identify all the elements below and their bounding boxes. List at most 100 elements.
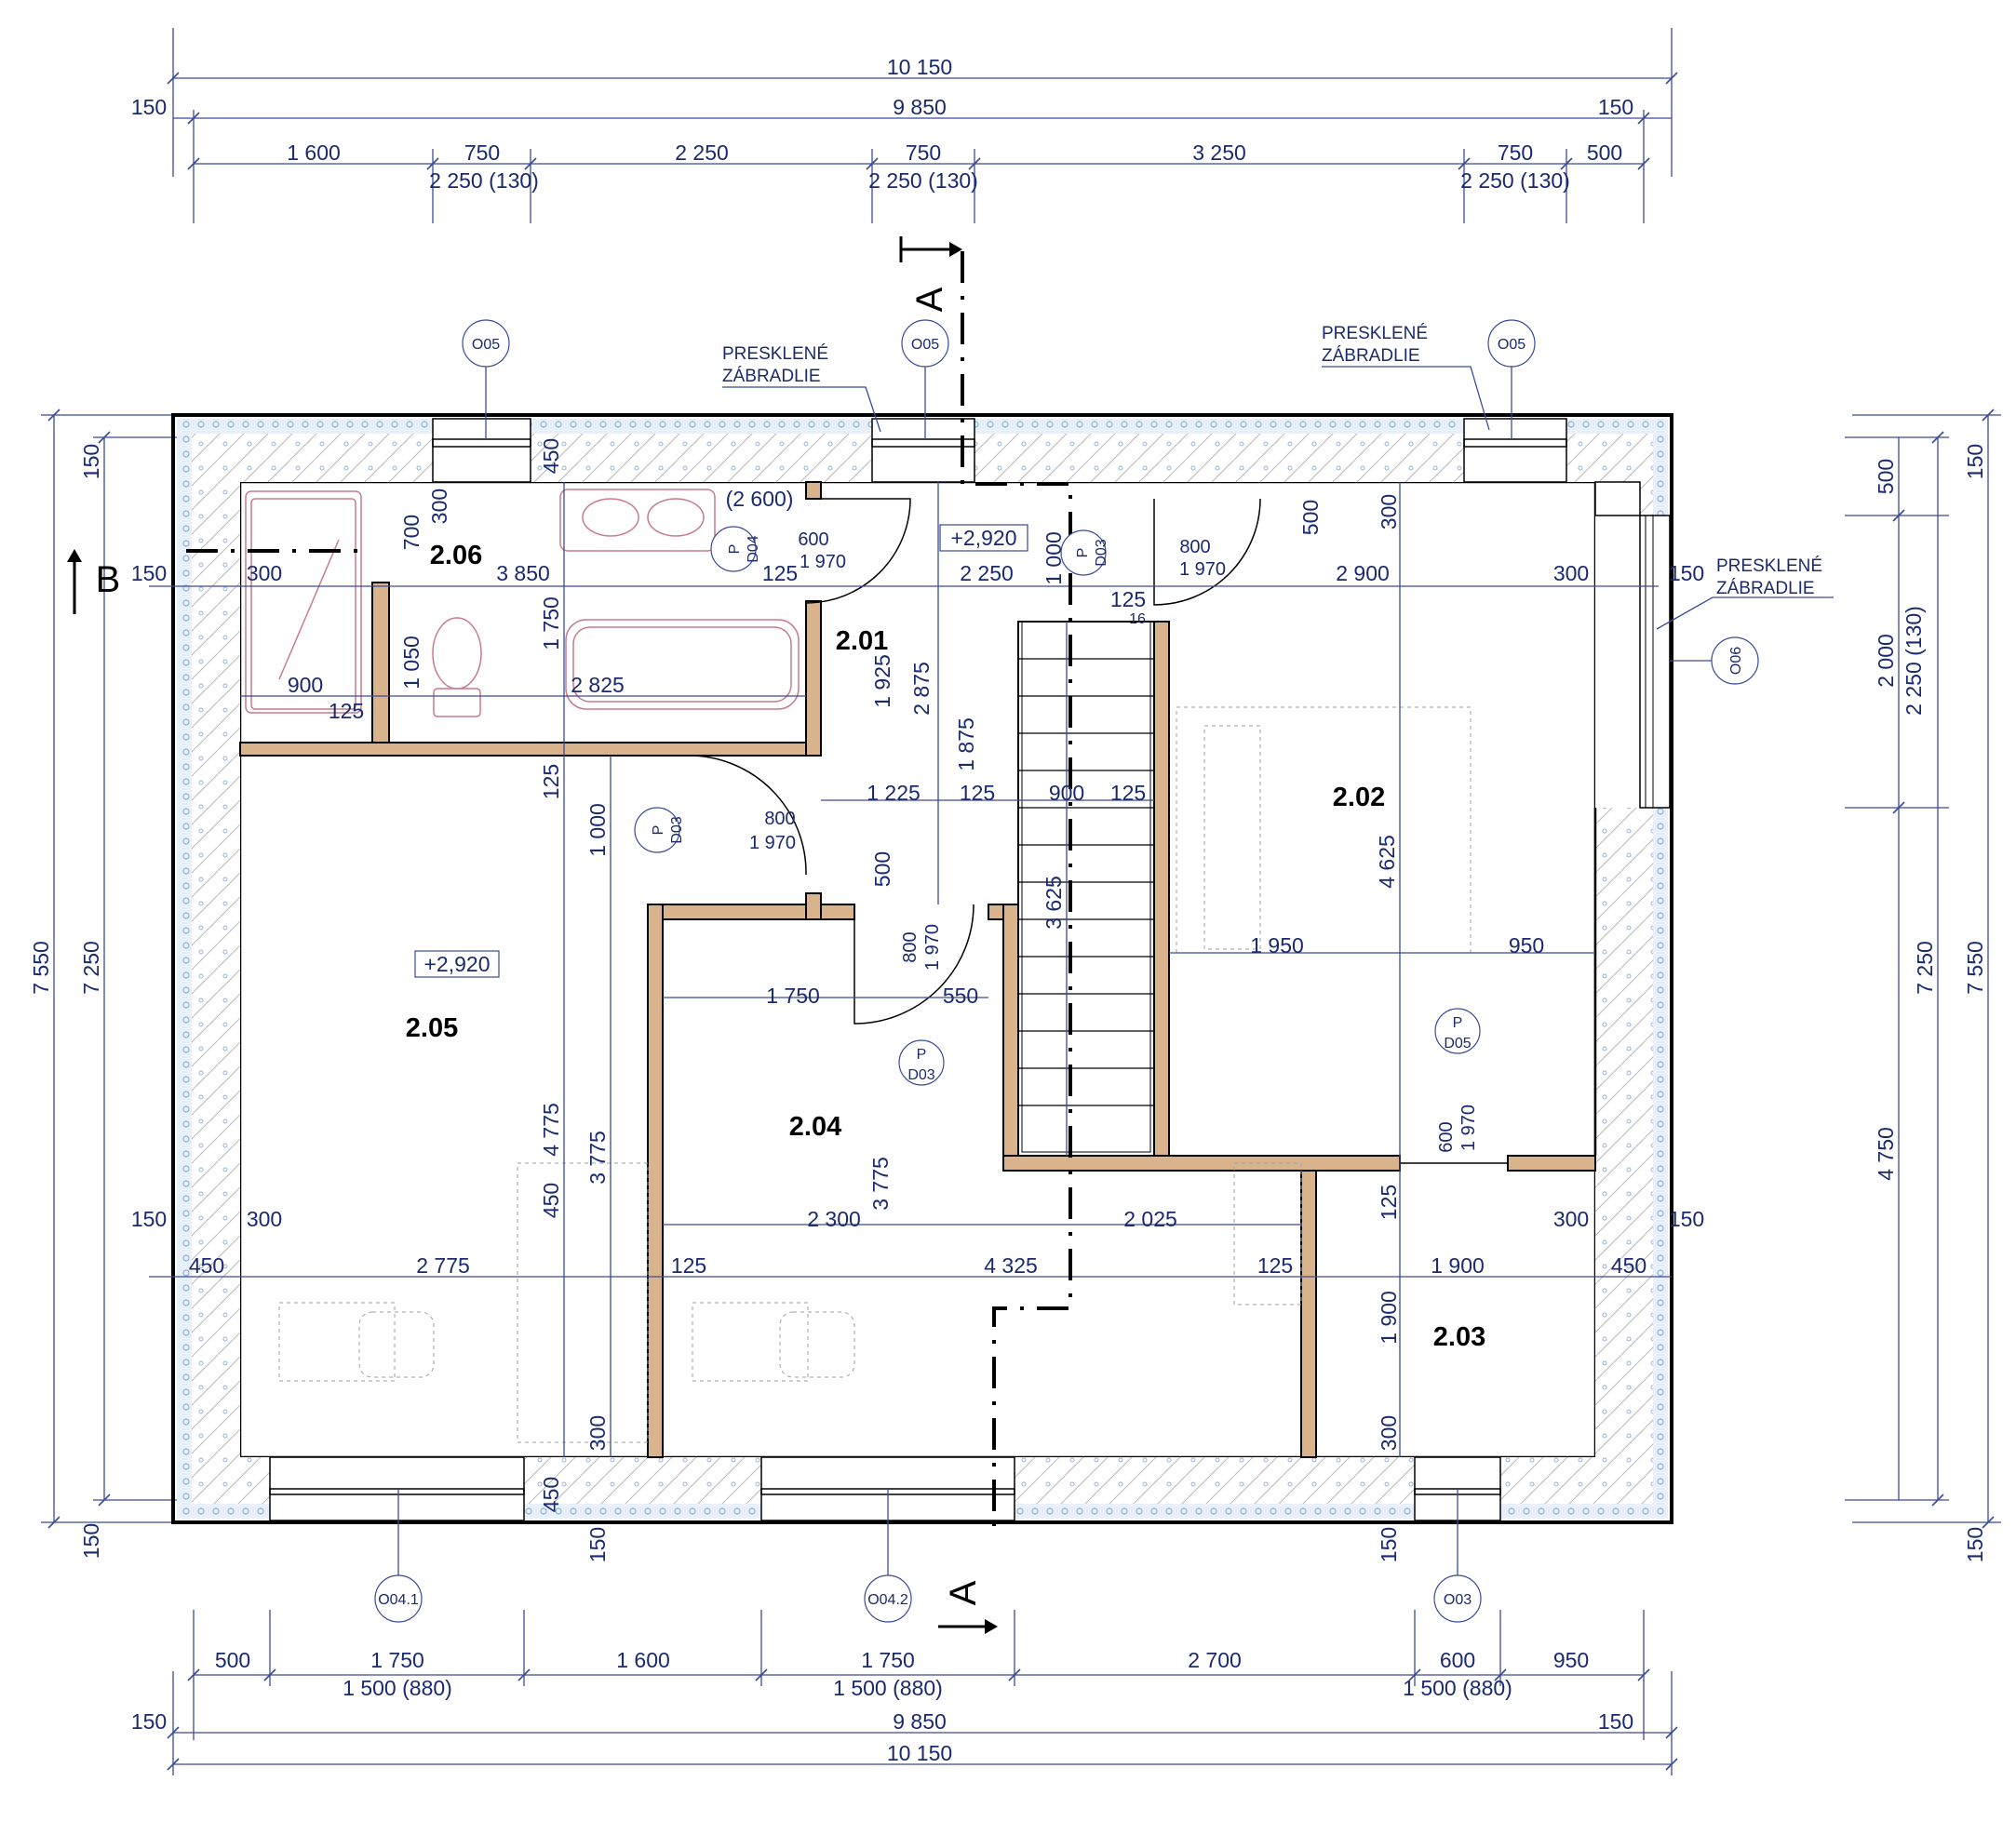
bottom-seg-dim: 600 <box>1440 1648 1475 1672</box>
door-tag-code: D03 <box>1094 539 1109 566</box>
top-seg-dim: 750 <box>906 141 941 165</box>
bottom-overall-dim: 10 150 <box>887 1741 952 1765</box>
dim-text: 2 825 <box>571 673 625 697</box>
dim-text: 125 <box>329 699 364 723</box>
dim-text: 150 <box>1669 561 1704 585</box>
right-seg-dim: 2 000 <box>1874 634 1898 688</box>
dim-text: 150 <box>131 1207 167 1231</box>
door-size: 600 <box>798 529 828 550</box>
window-tag: O06 <box>1728 647 1744 675</box>
room-2.06: 2.06 <box>430 541 482 570</box>
left-top-end-dim: 150 <box>79 444 103 479</box>
door-tag-code: D05 <box>1444 1036 1471 1051</box>
dim-text: 125 <box>539 764 563 799</box>
dim-text: 450 <box>539 1477 563 1512</box>
bottom-opening-dim: 1 500 (880) <box>833 1676 943 1700</box>
dim-text: 2 300 <box>807 1207 861 1231</box>
dim-text: 2 250 <box>960 561 1014 585</box>
right-dimension-chain: 7 550 7 250 150 150 500 2 000 4 750 2 25… <box>1845 409 2001 1562</box>
dim-text: 450 <box>1611 1253 1646 1278</box>
bottom-right-end-dim: 150 <box>1598 1709 1633 1734</box>
top-left-end-dim: 150 <box>131 95 167 119</box>
interior-partitions <box>239 481 1597 1458</box>
dim-text: 300 <box>1553 561 1589 585</box>
level-marker: +2,920 <box>951 526 1017 550</box>
door-size: 1 970 <box>1179 559 1226 580</box>
interior-dimension-lines <box>149 482 1672 1457</box>
top-seg-dim: 500 <box>1587 141 1622 165</box>
dim-text: 3 775 <box>868 1157 893 1211</box>
right-seg-dim: 4 750 <box>1874 1127 1898 1181</box>
right-bottom-end-dim: 150 <box>1963 1527 1987 1562</box>
door-size: 1 970 <box>749 833 796 853</box>
interior-dimensions: (2 600) 150 300 3 850 125 2 250 2 900 30… <box>131 438 1704 1562</box>
left-dimension-chain: 7 550 7 250 150 150 <box>29 409 195 1559</box>
dim-text: 2 775 <box>416 1253 470 1278</box>
dim-text: 125 <box>960 781 995 805</box>
door-tags: P D04 600 1 970 P D03 800 1 970 P D03 80… <box>634 526 1481 1153</box>
dim-text: 2 900 <box>1336 561 1390 585</box>
dim-text: 1 900 <box>1431 1253 1485 1278</box>
dim-text: (2 600) <box>726 487 794 511</box>
bottom-opening-dim: 1 500 (880) <box>343 1676 452 1700</box>
dim-text: 125 <box>762 561 798 585</box>
dim-text: 1 925 <box>870 654 894 708</box>
dim-text: 3 625 <box>1042 876 1066 930</box>
dim-text: 300 <box>1377 1415 1401 1451</box>
dim-text: 450 <box>539 1183 563 1218</box>
dim-text: 125 <box>1257 1253 1293 1278</box>
top-seg-dim: 2 250 <box>675 141 729 165</box>
dim-text: 150 <box>585 1527 610 1562</box>
dim-text: 1 000 <box>1042 531 1066 585</box>
railing-note: PRESKLENÉ <box>1322 324 1428 343</box>
door-size: 1 970 <box>1458 1105 1479 1151</box>
dim-text: 450 <box>539 438 563 474</box>
room-labels: 2.06 2.01 2.02 2.05 2.04 2.03 <box>406 541 1485 1352</box>
window-tags: O05 O05 O05 O06 O04.1 O04.2 O03 <box>374 319 1759 1623</box>
window-tag: O04.2 <box>867 1592 908 1608</box>
section-a-bottom-label: A <box>943 1580 984 1605</box>
dim-text: 150 <box>1669 1207 1704 1231</box>
dim-text: 900 <box>1049 781 1084 805</box>
railing-note: PRESKLENÉ <box>722 344 828 364</box>
bottom-seg-dim: 1 750 <box>861 1648 915 1672</box>
bottom-seg-dim: 950 <box>1553 1648 1589 1672</box>
dim-text: 1 875 <box>954 717 978 771</box>
top-seg-dim: 3 250 <box>1192 141 1246 165</box>
room-2.02: 2.02 <box>1333 783 1385 812</box>
door-tag-side: P <box>651 825 666 836</box>
bottom-dimension-chain: 500 1 750 1 600 1 750 2 700 600 950 1 50… <box>131 1610 1678 1775</box>
door-tag-code: D04 <box>746 535 761 562</box>
right-top-end-dim: 150 <box>1963 444 1987 479</box>
dim-text: 900 <box>288 673 323 697</box>
doors <box>688 498 1508 1164</box>
top-opening-dim: 2 250 (130) <box>1460 168 1570 193</box>
right-opening-dim: 2 250 (130) <box>1902 606 1926 716</box>
door-size: 1 970 <box>800 552 846 572</box>
windows <box>269 418 1671 1521</box>
bathroom-fixtures <box>245 489 800 717</box>
top-overall-dim: 10 150 <box>887 55 952 79</box>
dim-text: 3 850 <box>496 561 550 585</box>
dim-text: 1 950 <box>1250 933 1304 958</box>
dim-text: 300 <box>1377 494 1401 529</box>
section-b-label: B <box>96 559 121 600</box>
railing-note: ZÁBRADLIE <box>1322 346 1420 366</box>
window-tag: O05 <box>472 337 500 353</box>
railing-note: ZÁBRADLIE <box>1716 579 1815 598</box>
top-seg-dim: 750 <box>464 141 500 165</box>
bottom-inner-dim: 9 850 <box>893 1709 947 1734</box>
dim-text: 1 225 <box>867 781 921 805</box>
dim-text: 1 750 <box>766 984 820 1008</box>
door-size: 800 <box>900 931 921 962</box>
dim-text: 300 <box>247 561 282 585</box>
dim-text: 300 <box>585 1415 610 1451</box>
dim-text: 125 <box>671 1253 706 1278</box>
bottom-seg-dim: 1 750 <box>370 1648 424 1672</box>
top-seg-dim: 750 <box>1498 141 1533 165</box>
door-tag-side: P <box>1453 1015 1463 1031</box>
level-markers: +2,920 +2,920 <box>414 524 1028 978</box>
dim-text: 700 <box>399 515 423 550</box>
dim-text: 1 750 <box>539 596 563 650</box>
